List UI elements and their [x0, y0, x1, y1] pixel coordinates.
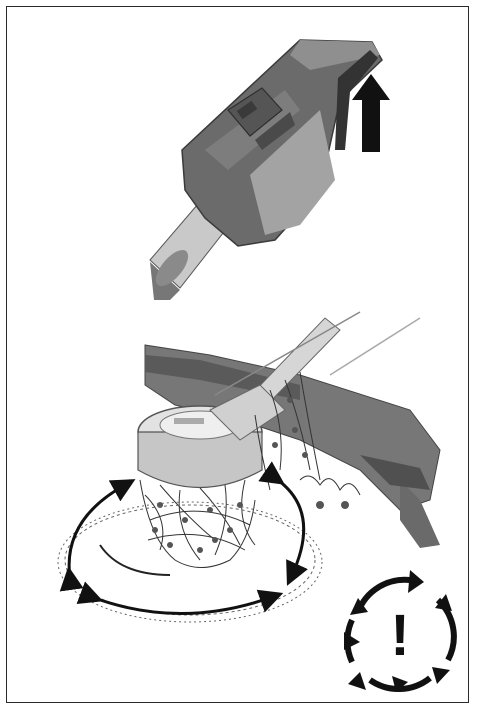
- up-arrow-icon: [352, 74, 390, 152]
- rotation-path: [58, 502, 322, 622]
- top-panel: [150, 40, 390, 300]
- rotation-arrows: [69, 478, 304, 614]
- warning-symbol: !: [344, 570, 454, 692]
- warning-exclamation: !: [390, 603, 409, 668]
- bottom-panel: [58, 312, 440, 622]
